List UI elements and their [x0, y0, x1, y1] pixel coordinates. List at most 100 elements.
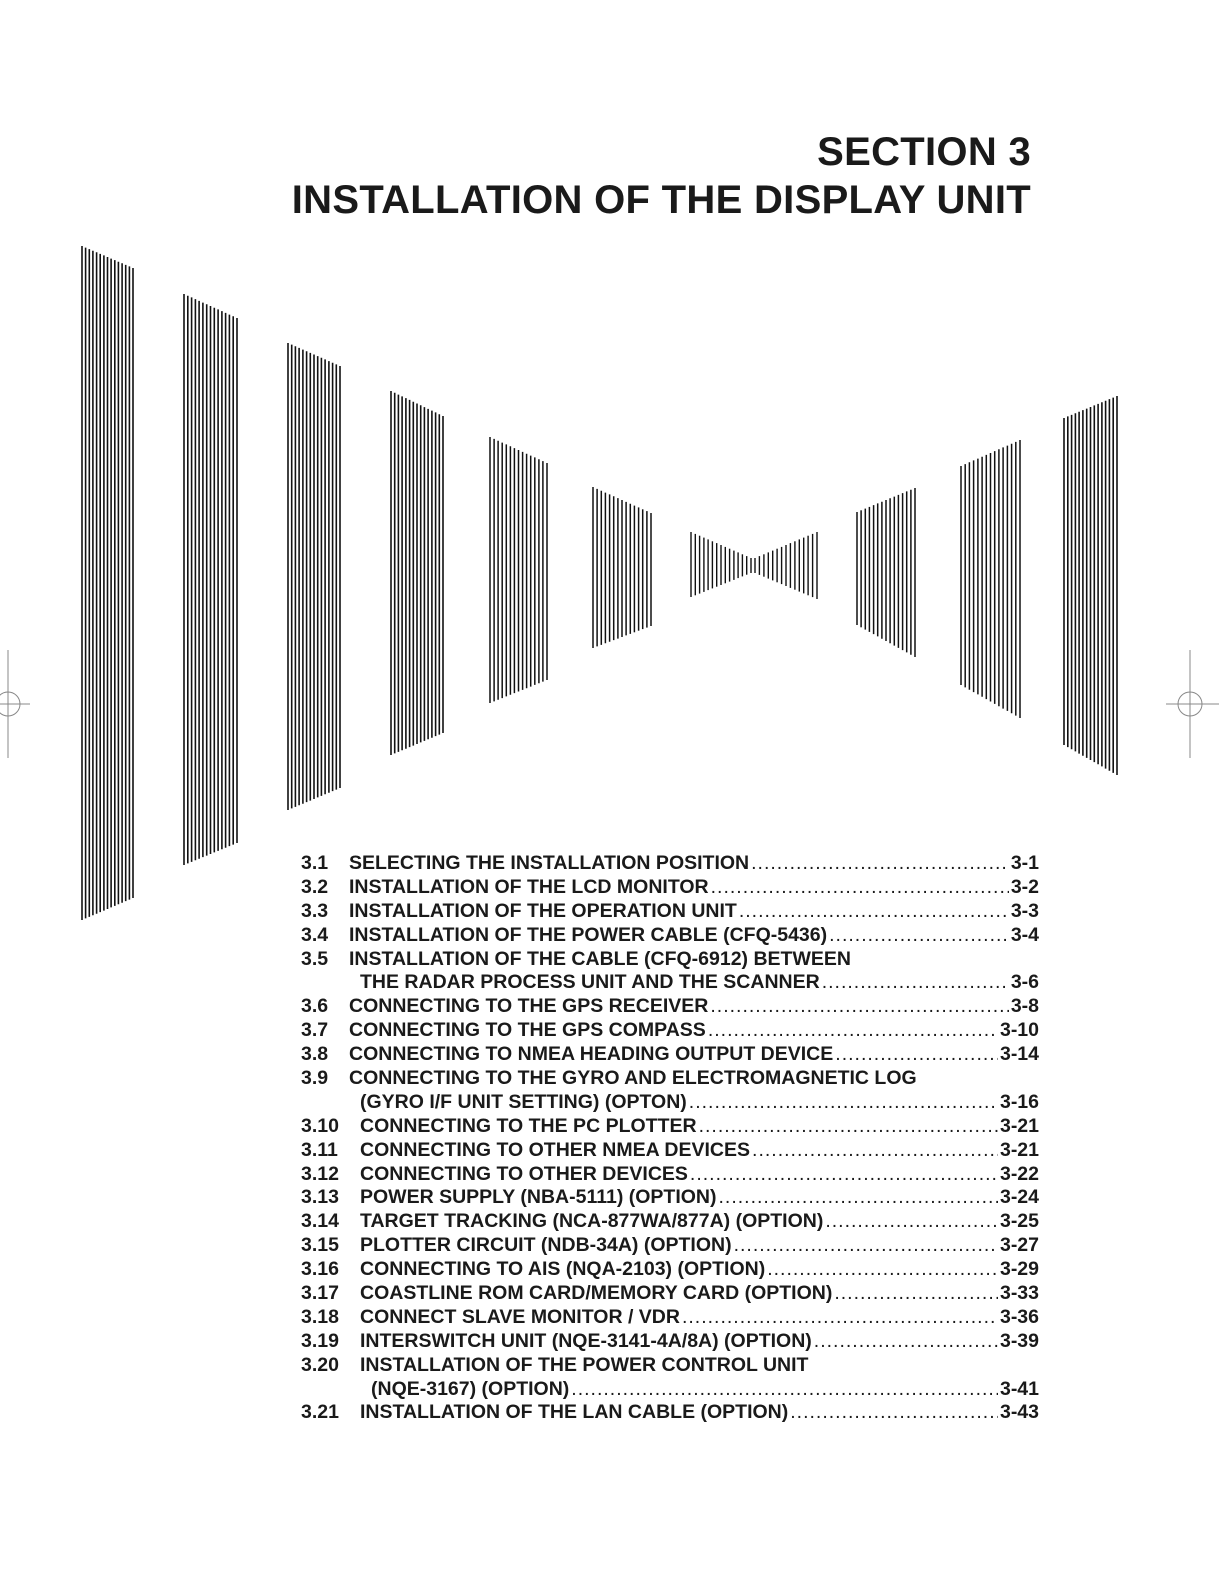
- toc-entry-title: CONNECT SLAVE MONITOR / VDR: [360, 1305, 680, 1328]
- toc-entry-title: INSTALLATION OF THE LAN CABLE (OPTION): [360, 1401, 789, 1424]
- toc-page-number: 3-24: [999, 1186, 1039, 1209]
- toc-section-number: 3.4: [301, 923, 329, 946]
- toc-entry-title: CONNECTING TO THE GPS RECEIVER: [349, 995, 709, 1018]
- toc-entry-title: INSTALLATION OF THE POWER CONTROL UNIT: [360, 1353, 809, 1376]
- toc-row: (NQE-3167) (OPTION) 3-41: [301, 1378, 1039, 1402]
- toc-page-number: 3-21: [999, 1138, 1039, 1161]
- stripe-group: [390, 391, 444, 755]
- toc-section-number: 3.9: [301, 1067, 329, 1090]
- toc-dot-leader: [767, 1258, 998, 1282]
- stripe-group: [1063, 396, 1118, 775]
- toc-entry-title: CONNECTING TO OTHER NMEA DEVICES: [360, 1138, 751, 1161]
- section-number-title: SECTION 3: [817, 130, 1031, 174]
- stripe-group: [960, 440, 1021, 718]
- toc-section-number: 3.1: [301, 852, 329, 874]
- stripe-group: [81, 246, 134, 920]
- toc-section-number: 3.17: [301, 1282, 339, 1305]
- toc-entry-title: POWER SUPPLY (NBA-5111) (OPTION): [360, 1186, 717, 1209]
- toc-dot-leader: [751, 852, 1009, 876]
- toc-entry-title: CONNECTING TO OTHER DEVICES: [360, 1162, 688, 1185]
- toc-page-number: 3-2: [1010, 875, 1039, 898]
- toc-section-number: 3.10: [301, 1114, 339, 1137]
- toc-entry-title: INSTALLATION OF THE CABLE (CFQ-6912) BET…: [349, 947, 851, 970]
- toc-entry-title: CONNECTING TO THE GPS COMPASS: [349, 1019, 706, 1042]
- registration-mark-right-icon: [1166, 650, 1219, 758]
- stripe-group: [690, 532, 752, 597]
- toc-entry-title: SELECTING THE INSTALLATION POSITION: [349, 852, 750, 874]
- toc-page-number: 3-33: [999, 1282, 1039, 1305]
- toc-dot-leader: [752, 1139, 998, 1163]
- toc-dot-leader: [689, 1091, 998, 1115]
- toc-dot-leader: [835, 1043, 998, 1067]
- toc-entry-title: (NQE-3167) (OPTION): [371, 1377, 570, 1400]
- toc-page-number: 3-27: [999, 1234, 1039, 1257]
- toc-page-number: 3-41: [999, 1377, 1039, 1400]
- stripe-group: [489, 437, 548, 703]
- toc-section-number: 3.12: [301, 1162, 339, 1185]
- toc-page-number: 3-3: [1010, 899, 1039, 922]
- toc-row: 3.4 INSTALLATION OF THE POWER CABLE (CFQ-…: [301, 924, 1039, 948]
- toc-dot-leader: [690, 1163, 998, 1187]
- toc-page-number: 3-39: [999, 1329, 1039, 1352]
- toc-dot-leader: [825, 1210, 998, 1234]
- toc-entry-title: CONNECTING TO THE PC PLOTTER: [360, 1114, 697, 1137]
- toc-page-number: 3-6: [1010, 971, 1039, 994]
- toc-row: 3.10 CONNECTING TO THE PC PLOTTER 3-21: [301, 1115, 1039, 1139]
- toc-dot-leader: [711, 876, 1009, 900]
- stripe-group: [754, 532, 818, 599]
- section-heading: SECTION 3 INSTALLATION OF THE DISPLAY UN…: [292, 128, 1031, 224]
- toc-entry-title: INTERSWITCH UNIT (NQE-3141-4A/8A) (OPTIO…: [360, 1329, 812, 1352]
- toc-dot-leader: [719, 1186, 998, 1210]
- stripe-group: [592, 487, 652, 648]
- toc-entry-title: (GYRO I/F UNIT SETTING) (OPTON): [360, 1090, 687, 1113]
- toc-section-number: 3.7: [301, 1019, 329, 1042]
- toc-section-number: 3.14: [301, 1210, 339, 1233]
- table-of-contents: 3.1 SELECTING THE INSTALLATION POSITION 3-…: [301, 852, 1039, 1425]
- toc-page-number: 3-29: [999, 1258, 1039, 1281]
- toc-dot-leader: [710, 995, 1008, 1019]
- toc-section-number: 3.8: [301, 1043, 329, 1066]
- toc-dot-leader: [699, 1115, 998, 1139]
- toc-entry-title: CONNECTING TO AIS (NQA-2103) (OPTION): [360, 1258, 766, 1281]
- toc-page-number: 3-14: [999, 1043, 1039, 1066]
- toc-dot-leader: [790, 1401, 998, 1425]
- stripe-group: [287, 343, 341, 810]
- toc-section-number: 3.13: [301, 1186, 339, 1209]
- toc-row: 3.5 INSTALLATION OF THE CABLE (CFQ-6912) …: [301, 948, 1039, 972]
- toc-row: 3.1 SELECTING THE INSTALLATION POSITION 3-…: [301, 852, 1039, 876]
- toc-section-number: 3.5: [301, 947, 329, 970]
- toc-page-number: 3-1: [1010, 852, 1039, 874]
- toc-row: 3.13 POWER SUPPLY (NBA-5111) (OPTION) 3-24: [301, 1186, 1039, 1210]
- toc-section-number: 3.18: [301, 1305, 339, 1328]
- toc-dot-leader: [829, 924, 1009, 948]
- toc-dot-leader: [708, 1019, 998, 1043]
- toc-dot-leader: [734, 1234, 998, 1258]
- toc-page-number: 3-21: [999, 1114, 1039, 1137]
- toc-row: (GYRO I/F UNIT SETTING) (OPTON)3-16: [301, 1091, 1039, 1115]
- toc-page-number: 3-25: [999, 1210, 1039, 1233]
- section-title: INSTALLATION OF THE DISPLAY UNIT: [291, 178, 1031, 222]
- toc-entry-title: INSTALLATION OF THE OPERATION UNIT: [349, 899, 737, 922]
- toc-entry-title: INSTALLATION OF THE POWER CABLE (CFQ-543…: [349, 923, 828, 946]
- toc-dot-leader: [739, 900, 1009, 924]
- toc-dot-leader: [822, 971, 1009, 995]
- toc-entry-title: COASTLINE ROM CARD/MEMORY CARD (OPTION): [360, 1282, 833, 1305]
- toc-entry-title: TARGET TRACKING (NCA-877WA/877A) (OPTION…: [360, 1210, 824, 1233]
- stripe-group: [183, 294, 238, 865]
- toc-row: 3.8 CONNECTING TO NMEA HEADING OUTPUT DEV…: [301, 1043, 1039, 1067]
- toc-entry-title: CONNECTING TO THE GYRO AND ELECTROMAGNET…: [349, 1067, 917, 1090]
- toc-entry-title: CONNECTING TO NMEA HEADING OUTPUT DEVICE: [349, 1043, 834, 1066]
- toc-section-number: 3.15: [301, 1234, 339, 1257]
- toc-page-number: 3-4: [1010, 923, 1039, 946]
- toc-page-number: 3-43: [999, 1401, 1039, 1424]
- toc-entry-title: THE RADAR PROCESS UNIT AND THE SCANNER: [360, 971, 820, 994]
